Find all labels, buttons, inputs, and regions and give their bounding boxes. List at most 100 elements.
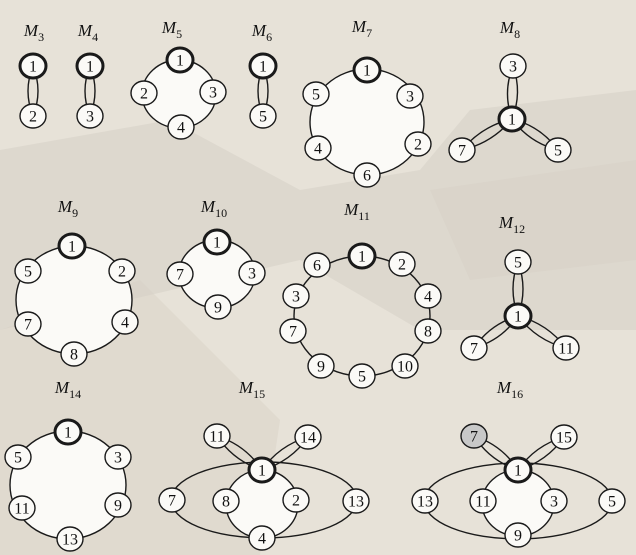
node-1: 1 bbox=[165, 46, 195, 74]
node-circle bbox=[414, 318, 442, 344]
node-circle bbox=[499, 53, 527, 79]
node-label: 9 bbox=[317, 359, 325, 376]
node-6: 6 bbox=[353, 162, 381, 188]
node-1: 1 bbox=[352, 56, 382, 84]
node-label: 3 bbox=[86, 109, 94, 126]
node-label: 5 bbox=[14, 450, 22, 467]
graph-title: M9 bbox=[57, 197, 78, 220]
node-7: 7 bbox=[279, 318, 307, 344]
node-label: 1 bbox=[68, 239, 76, 256]
node-5: 5 bbox=[348, 363, 376, 389]
node-label: 5 bbox=[312, 87, 320, 104]
node-label: 7 bbox=[289, 324, 297, 341]
graph-title-main: M bbox=[498, 213, 514, 232]
node-circle bbox=[353, 162, 381, 188]
node-label: 3 bbox=[248, 266, 256, 283]
node-label: 7 bbox=[24, 317, 32, 334]
node-1: 1 bbox=[53, 418, 83, 446]
node-circle bbox=[503, 456, 533, 484]
node-circle bbox=[212, 488, 240, 514]
node-circle bbox=[342, 488, 370, 514]
graph-title-main: M bbox=[57, 197, 73, 216]
node-circle bbox=[347, 242, 377, 270]
upper-eave-silhouette bbox=[430, 160, 636, 280]
node-label: 7 bbox=[176, 267, 184, 284]
node-1: 1 bbox=[497, 105, 527, 133]
node-label: 1 bbox=[213, 235, 221, 252]
node-label: 3 bbox=[209, 85, 217, 102]
graph-title-subscript: 7 bbox=[366, 26, 372, 40]
graph-title-subscript: 10 bbox=[215, 206, 227, 220]
graph-title-main: M bbox=[251, 21, 267, 40]
node-circle bbox=[388, 251, 416, 277]
node-circle bbox=[550, 424, 578, 450]
node-label: 8 bbox=[70, 347, 78, 364]
node-circle bbox=[111, 309, 139, 335]
node-circle bbox=[108, 258, 136, 284]
node-8: 8 bbox=[60, 341, 88, 367]
node-circle bbox=[414, 283, 442, 309]
node-label: 1 bbox=[514, 463, 522, 480]
graph-title-subscript: 9 bbox=[72, 206, 78, 220]
node-5: 5 bbox=[544, 137, 572, 163]
node-3: 3 bbox=[282, 283, 310, 309]
node-label: 1 bbox=[259, 59, 267, 76]
node-circle bbox=[348, 363, 376, 389]
node-2: 2 bbox=[130, 80, 158, 106]
graph-title-main: M bbox=[200, 197, 216, 216]
node-label: 5 bbox=[554, 143, 562, 160]
node-circle bbox=[391, 353, 419, 379]
node-circle bbox=[165, 46, 195, 74]
node-1: 1 bbox=[247, 456, 277, 484]
node-label: 15 bbox=[556, 430, 572, 447]
node-label: 5 bbox=[259, 109, 267, 126]
node-circle bbox=[75, 52, 105, 80]
node-label: 1 bbox=[86, 59, 94, 76]
node-15: 15 bbox=[550, 424, 578, 450]
node-circle bbox=[352, 56, 382, 84]
graph-title: M14 bbox=[54, 378, 81, 401]
node-circle bbox=[60, 341, 88, 367]
node-label: 13 bbox=[417, 494, 433, 511]
node-5: 5 bbox=[14, 258, 42, 284]
node-7: 7 bbox=[158, 487, 186, 513]
graph-title: M11 bbox=[343, 200, 370, 223]
node-9: 9 bbox=[104, 492, 132, 518]
node-4: 4 bbox=[304, 135, 332, 161]
node-circle bbox=[460, 335, 488, 361]
node-13: 13 bbox=[342, 488, 370, 514]
node-circle bbox=[56, 526, 84, 552]
node-4: 4 bbox=[414, 283, 442, 309]
node-13: 13 bbox=[411, 488, 439, 514]
node-circle bbox=[598, 488, 626, 514]
node-circle bbox=[238, 260, 266, 286]
node-circle bbox=[279, 318, 307, 344]
node-label: 1 bbox=[358, 249, 366, 266]
node-9: 9 bbox=[504, 522, 532, 548]
graph-title-subscript: 14 bbox=[69, 387, 81, 401]
node-circle bbox=[503, 302, 533, 330]
node-11: 11 bbox=[203, 423, 231, 449]
node-label: 4 bbox=[424, 289, 432, 306]
node-1: 1 bbox=[248, 52, 278, 80]
node-7: 7 bbox=[460, 335, 488, 361]
node-circle bbox=[4, 444, 32, 470]
node-label: 4 bbox=[177, 120, 185, 137]
node-circle bbox=[552, 335, 580, 361]
node-circle bbox=[247, 456, 277, 484]
graph-title-main: M bbox=[499, 18, 515, 37]
node-circle bbox=[8, 495, 36, 521]
graph-title-subscript: 3 bbox=[38, 30, 44, 44]
node-9: 9 bbox=[307, 353, 335, 379]
